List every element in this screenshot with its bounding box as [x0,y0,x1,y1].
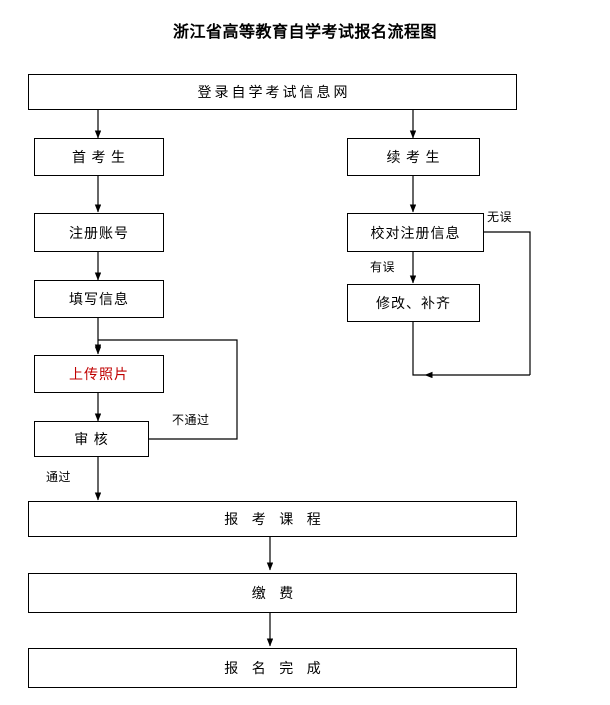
node-first-time-candidate[interactable]: 首 考 生 [34,138,164,176]
node-fill-info[interactable]: 填写信息 [34,280,164,318]
node-register-account[interactable]: 注册账号 [34,213,164,252]
node-registration-done[interactable]: 报 名 完 成 [28,648,517,688]
edge-check-no-error-loop [484,231,531,375]
edge-label-pass: 通过 [46,470,72,484]
edge-label-has-error: 有误 [370,260,396,274]
edge-label-not-pass: 不通过 [172,413,210,427]
edge-label-no-error: 无误 [487,210,513,224]
edge-not-pass-arrow-into-upload [94,344,102,353]
node-payment[interactable]: 缴 费 [28,573,517,613]
node-check-register-info[interactable]: 校对注册信息 [347,213,484,252]
node-review[interactable]: 审 核 [34,421,149,457]
node-modify-complete[interactable]: 修改、补齐 [347,284,480,322]
node-login[interactable]: 登录自学考试信息网 [28,74,517,110]
node-returning-candidate[interactable]: 续 考 生 [347,138,480,176]
node-apply-course[interactable]: 报 考 课 程 [28,501,517,537]
page-title: 浙江省高等教育自学考试报名流程图 [172,24,437,41]
node-upload-photo[interactable]: 上传照片 [34,355,164,393]
